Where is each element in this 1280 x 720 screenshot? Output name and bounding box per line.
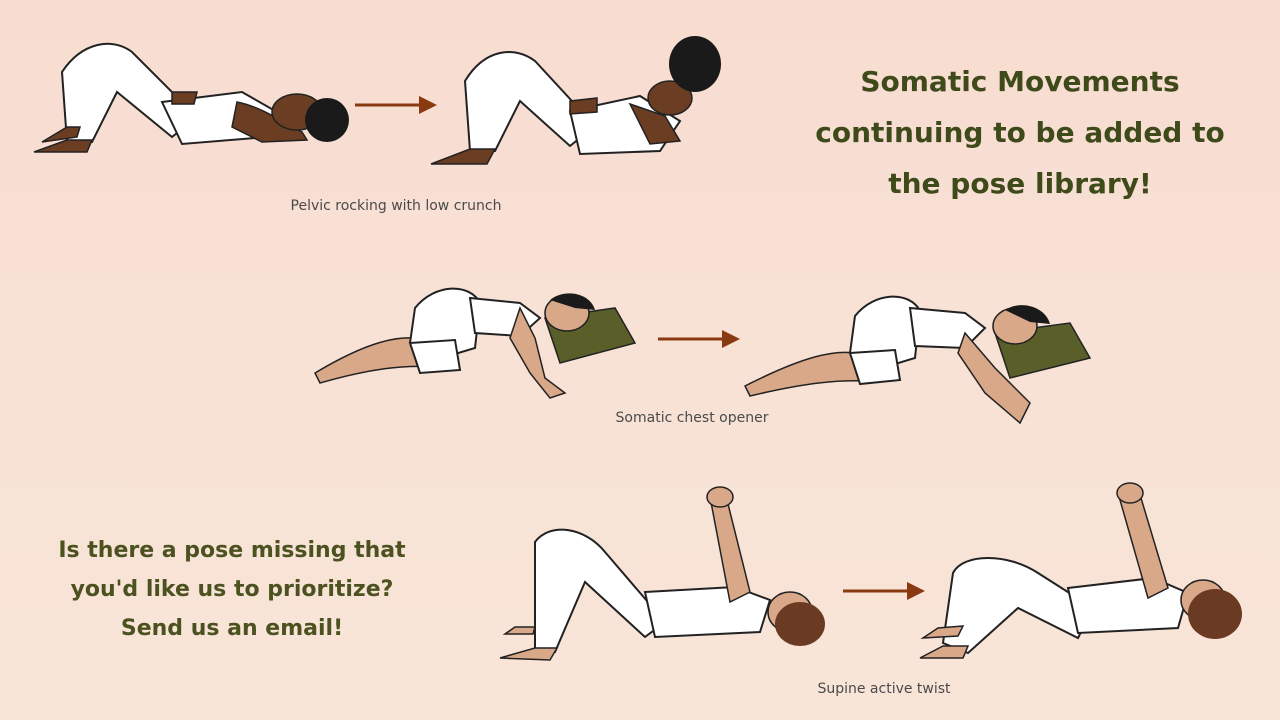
email-call-to-action: Is there a pose missing that you'd like …	[30, 531, 434, 648]
headline-line-1: Somatic Movements	[860, 65, 1180, 98]
chest-opener-end-illustration	[743, 295, 1092, 425]
chest-opener-start-illustration	[314, 287, 637, 399]
cta-line-2: you'd like us to prioritize?	[70, 577, 394, 602]
pelvic-rocking-end-illustration	[430, 36, 721, 165]
supine-twist-start-illustration	[499, 486, 825, 661]
pelvic-rocking-start-illustration	[33, 42, 349, 153]
pose-caption: Pelvic rocking with low crunch	[290, 198, 502, 214]
pose-caption: Supine active twist	[817, 681, 951, 697]
arrow-right-icon	[843, 582, 925, 600]
cta-line-1: Is there a pose missing that	[58, 538, 406, 563]
supine-twist-end-illustration	[919, 482, 1242, 659]
headline-line-2: continuing to be added to	[815, 116, 1225, 149]
arrow-right-icon	[658, 330, 740, 348]
cta-line-3: Send us an email!	[120, 616, 344, 641]
pose-caption: Somatic chest opener	[615, 410, 769, 426]
headline: Somatic Movements continuing to be added…	[790, 56, 1250, 209]
arrow-right-icon	[355, 96, 437, 114]
headline-line-3: the pose library!	[888, 167, 1152, 200]
